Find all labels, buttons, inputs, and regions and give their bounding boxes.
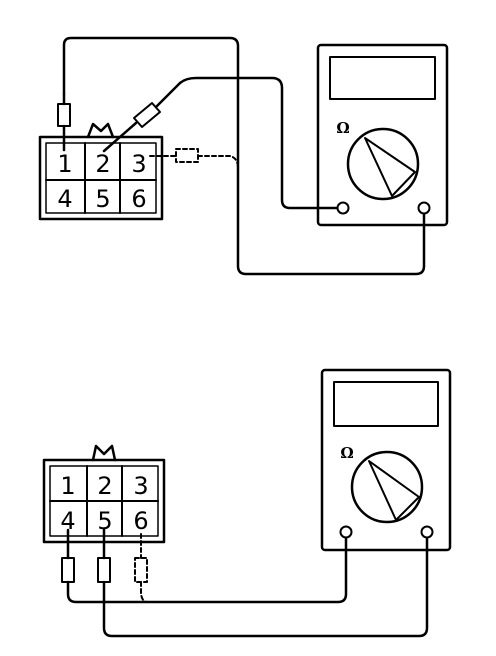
bottom-pin-5: 5 — [97, 507, 112, 535]
bottom-lead-wire-black — [102, 536, 429, 638]
bottom-pin-2: 2 — [97, 472, 112, 500]
top-probe-pin1 — [57, 92, 71, 152]
top-meter-display — [329, 56, 436, 100]
top-pin-6: 6 — [131, 185, 146, 213]
bottom-probe-pin5 — [97, 528, 111, 583]
bottom-pin-3: 3 — [133, 472, 148, 500]
bottom-selector-dial — [350, 450, 424, 524]
top-pin-1: 1 — [57, 150, 72, 178]
bottom-dial-pointer — [368, 460, 420, 521]
bottom-ohm-symbol: Ω — [340, 444, 353, 462]
bottom-pin-6: 6 — [133, 507, 148, 535]
top-connector-housing — [38, 135, 164, 221]
top-probe-pin2 — [102, 81, 182, 153]
bottom-probe-pin6-alternate — [134, 533, 148, 603]
bottom-pin-4: 4 — [60, 507, 75, 535]
bottom-meter-terminal-left — [339, 525, 353, 539]
bottom-meter-body — [320, 368, 452, 552]
bottom-multimeter: Ω — [320, 368, 452, 552]
bottom-pin-1: 1 — [60, 472, 75, 500]
top-connector: 1 2 3 4 5 6 — [38, 122, 164, 221]
top-meter-terminal-left — [336, 201, 350, 215]
top-test-setup: Ω 1 2 3 4 5 6 — [38, 36, 449, 276]
top-lead-wire-red — [178, 76, 339, 210]
top-pin-4: 4 — [57, 185, 72, 213]
bottom-meter-display — [333, 381, 439, 427]
top-probe-pin3-alternate — [149, 148, 239, 169]
top-pin-3: 3 — [131, 150, 146, 178]
bottom-connector: 1 2 3 4 5 6 — [42, 444, 166, 544]
top-multimeter: Ω — [316, 43, 449, 227]
top-meter-terminal-right — [417, 201, 431, 215]
bottom-lead-wire-red — [66, 536, 348, 604]
top-meter-body — [316, 43, 449, 227]
top-pin-5: 5 — [95, 185, 110, 213]
top-connector-latch — [86, 122, 115, 139]
bottom-connector-latch — [91, 444, 117, 462]
top-lead-wire-black — [62, 36, 426, 276]
top-ohm-symbol: Ω — [336, 119, 349, 137]
bottom-probe-pin4 — [61, 528, 75, 583]
bottom-test-setup: Ω 1 2 3 4 5 6 — [42, 368, 452, 638]
top-pin-2: 2 — [95, 150, 110, 178]
bottom-meter-terminal-right — [420, 525, 434, 539]
top-selector-dial — [346, 127, 420, 201]
top-dial-pointer — [364, 137, 416, 197]
